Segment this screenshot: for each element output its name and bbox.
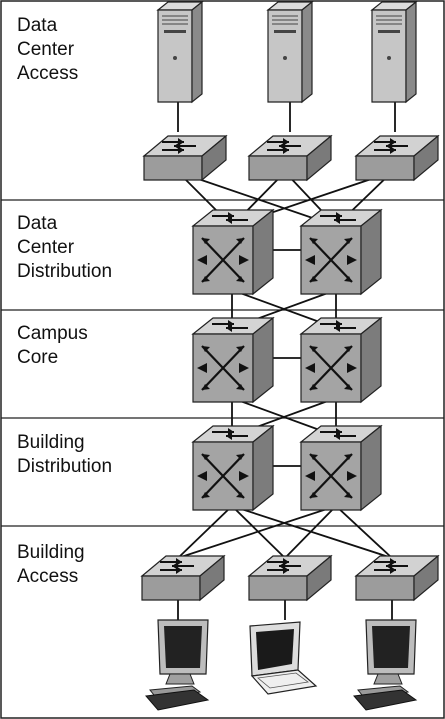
layer-label-campus-core: Campus Core [17, 323, 88, 368]
layer-label-datacenter-distribution: Data Center Distribution [17, 213, 113, 282]
switch-icon [142, 556, 224, 600]
multilayer-switch-icon [301, 426, 381, 510]
switch-icon [144, 136, 226, 180]
multilayer-switch-icon [301, 318, 381, 402]
server-icon [371, 1, 417, 103]
switch-icon [249, 136, 331, 180]
multilayer-switch-icon [193, 426, 273, 510]
switch-icon [249, 556, 331, 600]
multilayer-switch-icon [301, 210, 381, 294]
switch-icon [356, 136, 438, 180]
layer-label-building-distribution: Building Distribution [17, 432, 113, 477]
laptop-icon [249, 621, 317, 695]
server-icon [267, 1, 313, 103]
multilayer-switch-icon [193, 318, 273, 402]
desktop-computer-icon [353, 619, 417, 711]
desktop-computer-icon [145, 619, 209, 711]
layer-label-building-access: Building Access [17, 542, 85, 587]
multilayer-switch-icon [193, 210, 273, 294]
switch-icon [356, 556, 438, 600]
server-icon [157, 1, 203, 103]
layer-label-datacenter-access: Data Center Access [17, 15, 79, 84]
